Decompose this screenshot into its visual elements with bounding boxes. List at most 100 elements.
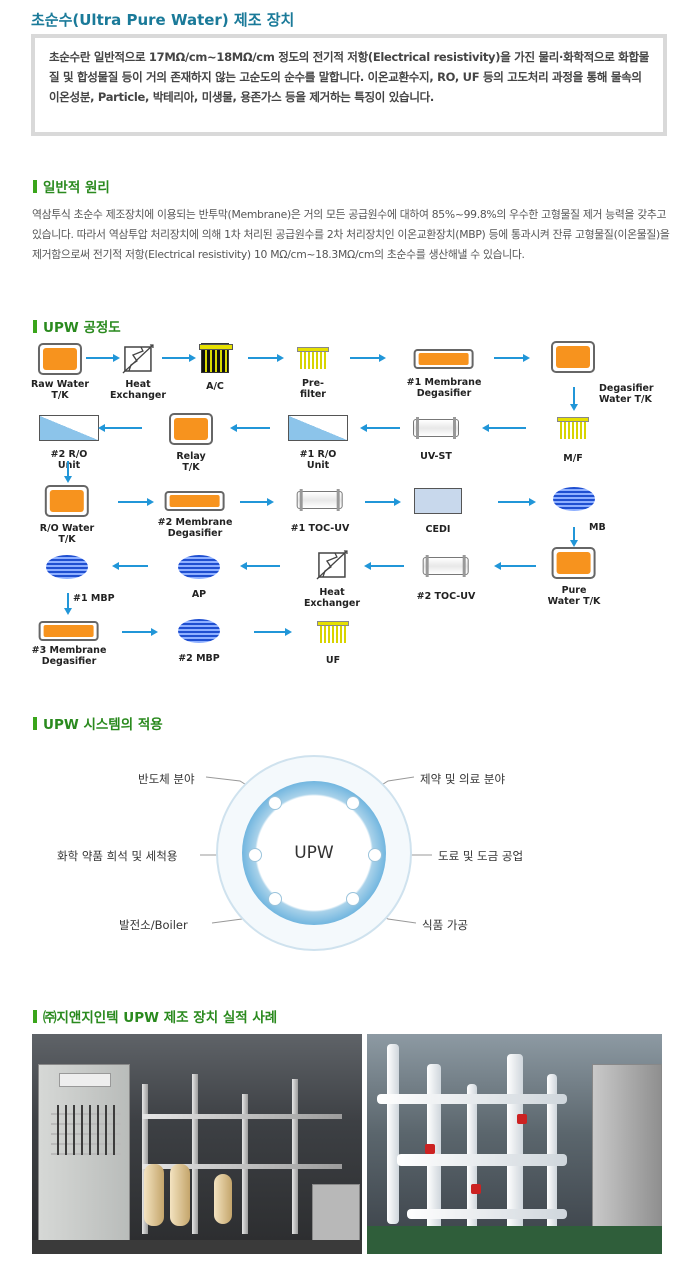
tank-icon	[552, 547, 596, 579]
flow-arrow	[482, 424, 526, 432]
ring-inner: UPW	[242, 781, 386, 925]
node-raw-water-tank: Raw Water T/K	[31, 343, 89, 401]
flow-arrow	[365, 498, 401, 506]
flow-arrow	[254, 628, 292, 636]
node-label: Heat Exchanger	[303, 587, 361, 609]
node-uf: UF	[317, 621, 349, 666]
page-title: 초순수(Ultra Pure Water) 제조 장치	[31, 11, 295, 29]
node-label: #2 Membrane Degasifier	[157, 517, 233, 539]
ring-center-label: UPW	[294, 843, 334, 863]
principle-text: 역삼투식 초순수 제조장치에 이용되는 반투막(Membrane)은 거의 모든…	[32, 208, 670, 261]
node-heat-exchanger-1: Heat Exchanger	[110, 343, 166, 401]
flow-arrow	[86, 354, 120, 362]
node-prefilter: Pre- filter	[297, 347, 329, 400]
section-title: UPW 시스템의 적용	[43, 717, 163, 733]
node-label: Heat Exchanger	[109, 379, 167, 401]
section-heading-process: UPW 공정도	[33, 316, 121, 336]
ring-dot	[268, 892, 282, 906]
floor	[367, 1226, 662, 1254]
flow-arrow	[64, 593, 72, 615]
node-uv-st: UV-ST	[413, 417, 459, 462]
node-label: Relay T/K	[176, 451, 206, 473]
node-cedi: CEDI	[414, 488, 462, 535]
uv-lamp-icon	[413, 417, 459, 439]
mixed-bed-icon	[553, 487, 595, 511]
degasifier-icon	[414, 349, 474, 369]
flow-arrow	[98, 424, 142, 432]
node-ac: A/C	[199, 343, 233, 392]
upw-process-diagram: Raw Water T/K Heat Exchanger A/C Pre- fi…	[0, 335, 700, 675]
flow-arrow	[248, 354, 284, 362]
node-label: AP	[191, 589, 207, 600]
section-marker	[33, 179, 37, 193]
ro-unit-icon	[288, 415, 348, 441]
flow-arrow	[498, 498, 536, 506]
node-label: Pre- filter	[300, 378, 326, 400]
app-label-food: 식품 가공	[422, 918, 468, 932]
node-label: UF	[325, 655, 341, 666]
node-label: MB	[589, 522, 606, 533]
flow-arrow	[364, 562, 404, 570]
degasifier-icon	[39, 621, 99, 641]
node-label: Degasifier Water T/K	[599, 383, 654, 405]
section-heading-application: UPW 시스템의 적용	[33, 713, 163, 733]
flow-arrow	[494, 354, 530, 362]
upw-application-ring: UPW 반도체 분야 제약 및 의료 분야 화학 약품 희석 및 세척용 도료 …	[0, 745, 700, 965]
tank-icon	[169, 413, 213, 445]
node-label: #1 TOC-UV	[290, 523, 350, 534]
filter-icon	[317, 621, 349, 645]
case-photo-1	[32, 1034, 362, 1254]
ring-dot	[268, 796, 282, 810]
app-label-chemical: 화학 약품 희석 및 세척용	[57, 849, 178, 863]
flow-arrow	[494, 562, 536, 570]
node-label: #2 TOC-UV	[416, 591, 476, 602]
flow-arrow	[570, 527, 578, 547]
case-photo-2	[367, 1034, 662, 1254]
node-relay-tank: Relay T/K	[169, 413, 213, 473]
app-label-power: 발전소/Boiler	[119, 918, 188, 932]
section-marker	[33, 716, 37, 730]
control-panel	[38, 1064, 130, 1249]
node-label: A/C	[206, 381, 224, 392]
filter-icon	[557, 417, 589, 441]
node-pure-water-tank: Pure Water T/K	[548, 547, 600, 607]
tank-icon	[38, 343, 82, 375]
intro-box: 초순수란 일반적으로 17MΩ/cm~18MΩ/cm 정도의 전기적 저항(El…	[31, 34, 667, 136]
section-title: 일반적 원리	[43, 180, 110, 196]
section-title: ㈜지앤지인텍 UPW 제조 장치 실적 사례	[43, 1010, 278, 1026]
node-ro-unit-1: #1 R/O Unit	[288, 415, 348, 471]
node-mf: M/F	[557, 417, 589, 464]
node-toc-uv-1: #1 TOC-UV	[290, 489, 350, 534]
flow-arrow	[162, 354, 196, 362]
node-label: #1 Membrane Degasifier	[406, 377, 482, 399]
node-membrane-degasifier-2: #2 Membrane Degasifier	[157, 491, 233, 539]
node-label: #1 R/O Unit	[299, 449, 337, 471]
node-label: UV-ST	[420, 451, 452, 462]
ring-dot	[368, 848, 382, 862]
node-ro-water-tank: R/O Water T/K	[40, 485, 94, 545]
node-label: CEDI	[425, 524, 451, 535]
node-label: #3 Membrane Degasifier	[31, 645, 107, 667]
flow-arrow	[570, 387, 578, 411]
app-label-plating: 도료 및 도금 공업	[438, 849, 524, 863]
tank-icon	[44, 485, 89, 517]
flow-arrow	[118, 498, 154, 506]
mixed-bed-icon	[46, 555, 88, 579]
node-mb	[553, 487, 595, 511]
node-ro-unit-2: #2 R/O Unit	[39, 415, 99, 471]
uv-lamp-icon	[296, 489, 343, 511]
node-ap: AP	[178, 555, 220, 600]
node-label: M/F	[563, 453, 583, 464]
uv-lamp-icon	[422, 555, 469, 577]
tank-icon	[551, 341, 595, 373]
app-label-pharma: 제약 및 의료 분야	[420, 772, 506, 786]
app-label-semiconductor: 반도체 분야	[138, 772, 195, 786]
section-marker	[33, 319, 37, 333]
node-label: #1 MBP	[73, 593, 115, 604]
section-marker	[33, 1009, 37, 1023]
node-heat-exchanger-2: Heat Exchanger	[304, 549, 360, 609]
flow-arrow	[240, 498, 274, 506]
node-label: #2 R/O Unit	[50, 449, 88, 471]
ring-dot	[346, 892, 360, 906]
node-mbp-1	[46, 555, 88, 579]
